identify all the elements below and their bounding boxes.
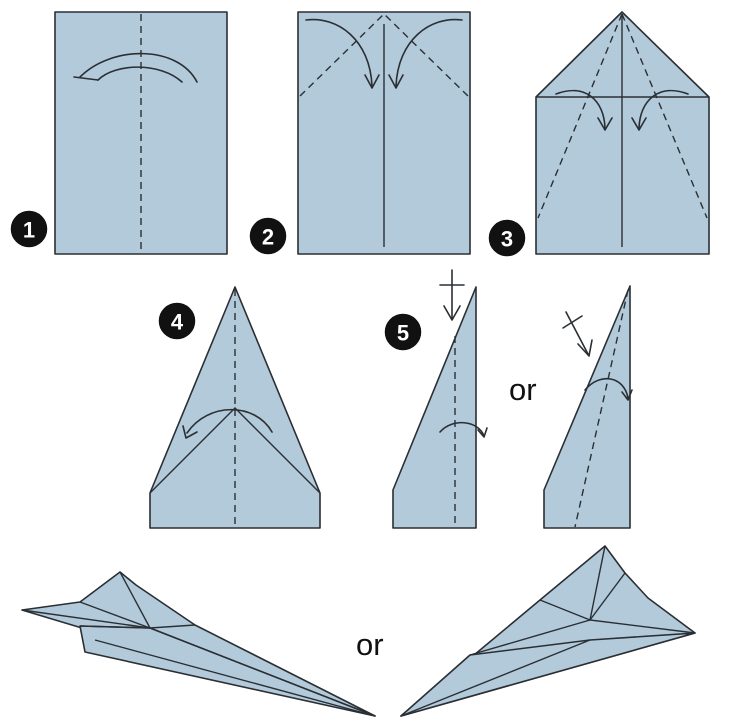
left-corner-fold-line xyxy=(299,13,385,97)
step-badge-3: 3 xyxy=(487,218,527,258)
fold-left-arrow-icon xyxy=(73,52,198,83)
plane-nose-crease xyxy=(539,599,591,621)
plane-keel-crease xyxy=(94,639,376,717)
step-5-panel-option-b xyxy=(543,285,633,529)
plane-keel-crease xyxy=(400,639,591,717)
right-diagonal-fold-line xyxy=(621,13,708,219)
fold-half-arrow-icon xyxy=(182,408,273,439)
fold-here-angled-marker-icon xyxy=(562,311,593,357)
svg-text:3: 3 xyxy=(501,227,513,252)
plane-body-crease xyxy=(79,625,151,629)
svg-text:2: 2 xyxy=(262,225,274,250)
fold-wing-down-arrow-icon xyxy=(439,421,488,438)
step-badge-4: 4 xyxy=(157,301,197,341)
right-corner-fold-line xyxy=(383,13,469,97)
step-1-panel: 1 xyxy=(9,11,228,255)
plane-tip-crease xyxy=(589,572,626,621)
step-5-panel-option-a: 5 xyxy=(383,269,488,529)
finished-plane-option-a xyxy=(21,571,376,717)
step-2-panel: 2 xyxy=(248,11,471,256)
half-folded-plane-side xyxy=(543,285,631,529)
angled-wing-fold-line xyxy=(574,289,629,528)
svg-text:4: 4 xyxy=(171,310,184,335)
fold-wing-down-arrow-icon xyxy=(584,377,633,401)
svg-text:5: 5 xyxy=(397,321,409,346)
plane-body-keel xyxy=(79,625,376,717)
step-badge-5: 5 xyxy=(383,312,423,352)
or-separator-step-5: or xyxy=(509,372,537,407)
left-diagonal-fold-line xyxy=(537,13,623,219)
plane-fold-crease xyxy=(79,601,151,629)
fold-in-left-arrow-icon xyxy=(555,89,613,131)
paper-sheet xyxy=(54,11,228,255)
svg-text:1: 1 xyxy=(23,218,35,243)
plane-body-crease xyxy=(469,619,591,656)
half-folded-plane-side xyxy=(392,286,477,529)
fold-down-left-arrow-icon xyxy=(305,18,380,89)
finished-plane-option-b xyxy=(400,545,696,717)
step-badge-2: 2 xyxy=(248,216,288,256)
or-separator-final: or xyxy=(356,627,384,662)
fold-down-right-arrow-icon xyxy=(388,18,463,89)
step-badge-1: 1 xyxy=(9,209,49,249)
step-3-panel: 3 xyxy=(487,11,710,258)
fold-here-marker-icon xyxy=(439,269,465,321)
plane-lower-wing xyxy=(400,632,696,717)
fold-in-right-arrow-icon xyxy=(631,89,689,131)
inner-fold-edges xyxy=(149,407,321,494)
plane-top-wing xyxy=(21,571,376,717)
step-4-panel: 4 xyxy=(149,286,321,529)
